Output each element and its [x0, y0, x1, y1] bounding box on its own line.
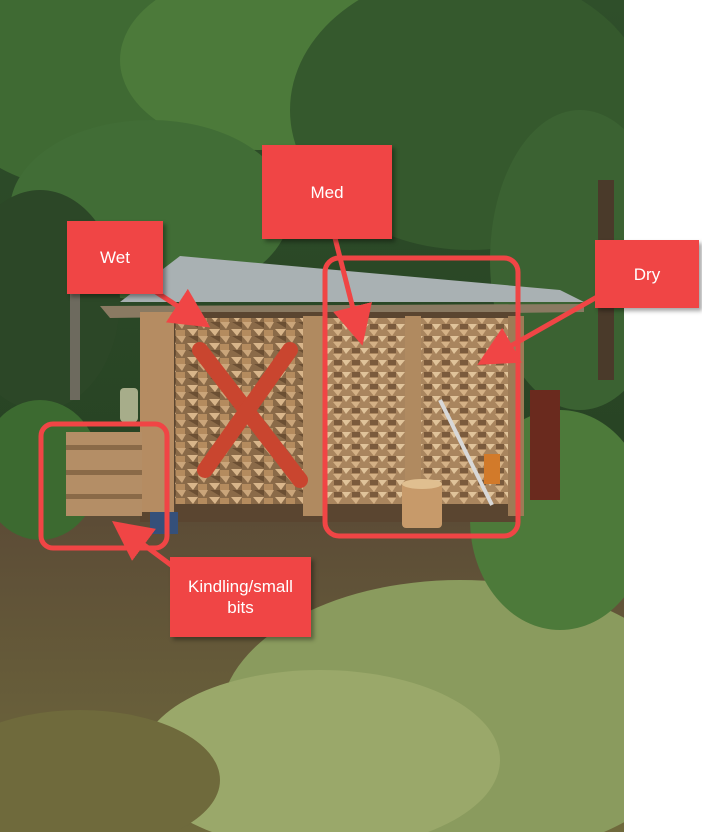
wet-label-text: Wet: [100, 248, 130, 267]
med-label: Med: [262, 145, 392, 239]
kindling-label: Kindling/small bits: [170, 557, 311, 637]
dry-label-text: Dry: [633, 264, 661, 284]
med-label-text: Med: [310, 182, 344, 202]
woodshed-photo: [0, 0, 624, 832]
kindling-label-text: Kindling/small bits: [188, 577, 293, 617]
wet-label: Wet: [67, 221, 163, 294]
dry-label: Dry: [595, 240, 699, 308]
